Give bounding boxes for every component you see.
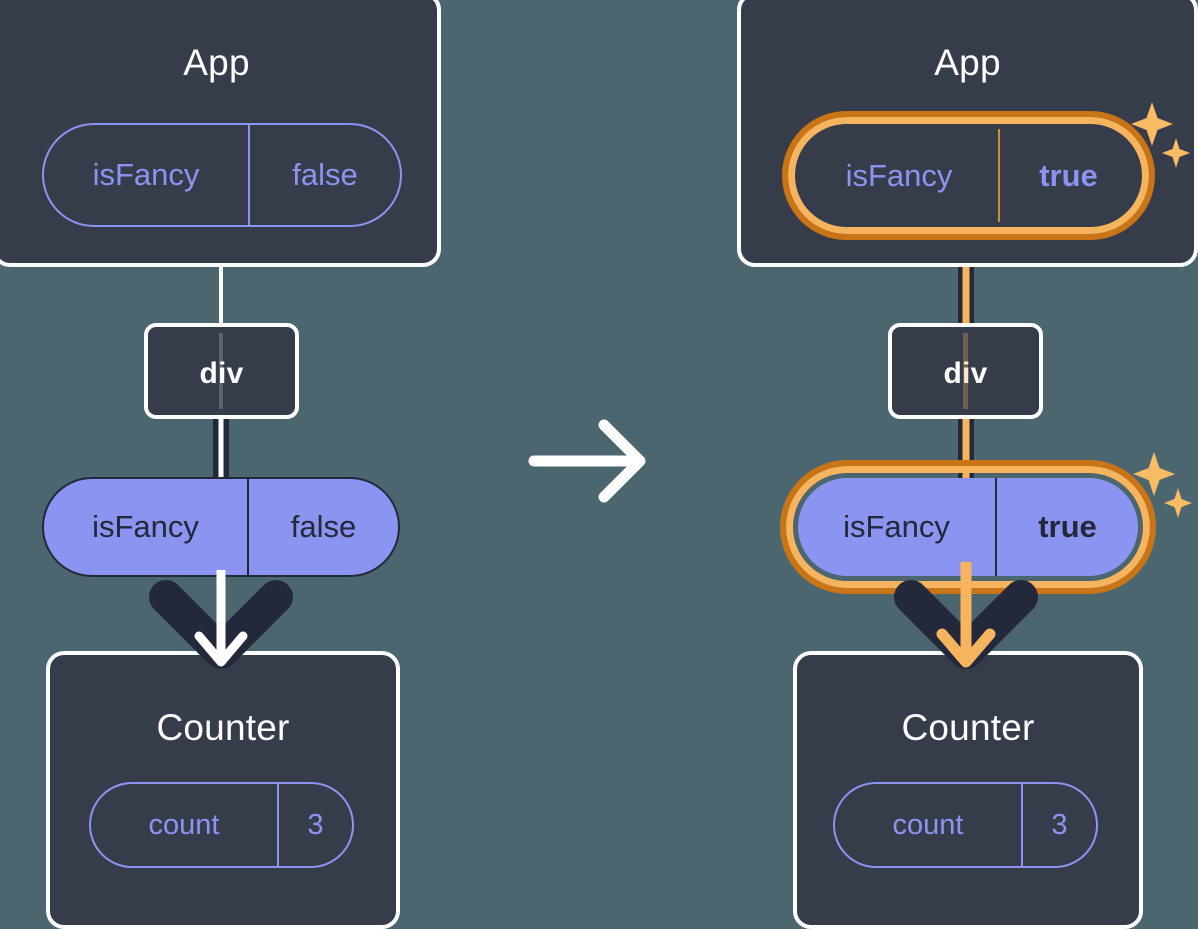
connector-trace-div-before: [219, 333, 223, 409]
app-state-pill-highlight-after: [782, 111, 1155, 240]
counter-state-pill-value-after: 3: [1021, 784, 1096, 866]
counter-box-title-after: Counter: [901, 707, 1035, 748]
props-pill-name-after: isFancy: [843, 509, 950, 544]
counter-state-pill-value-before: 3: [277, 784, 352, 866]
counter-state-pill-name-before: count: [148, 808, 220, 841]
app-box-title-before: App: [183, 42, 250, 83]
props-pill-before[interactable]: isFancy false: [42, 477, 400, 577]
div-box-title-before: div: [199, 357, 244, 390]
app-state-pill-value-after: true: [998, 129, 1137, 222]
div-box-before[interactable]: div: [144, 323, 299, 419]
div-box-title-after: div: [943, 357, 988, 390]
props-pill-value-before: false: [247, 479, 398, 575]
counter-box-title-before: Counter: [156, 707, 290, 748]
app-state-pill-after[interactable]: isFancy true: [800, 129, 1137, 222]
app-box-title-after: App: [934, 42, 1001, 83]
app-state-pill-before[interactable]: isFancy false: [42, 123, 402, 227]
app-state-pill-name-after: isFancy: [845, 157, 953, 193]
props-pill-after[interactable]: isFancy true: [798, 478, 1138, 576]
counter-state-pill-name-after: count: [892, 808, 964, 841]
props-pill-name-before: isFancy: [92, 509, 199, 544]
connector-trace-div-after: [963, 333, 968, 409]
div-box-after[interactable]: div: [888, 323, 1043, 419]
props-pill-value-after: true: [995, 478, 1138, 576]
app-state-pill-value-before: false: [248, 125, 400, 225]
counter-state-pill-before[interactable]: count 3: [89, 782, 354, 868]
app-state-pill-name-before: isFancy: [92, 157, 200, 192]
counter-state-pill-after[interactable]: count 3: [833, 782, 1098, 868]
